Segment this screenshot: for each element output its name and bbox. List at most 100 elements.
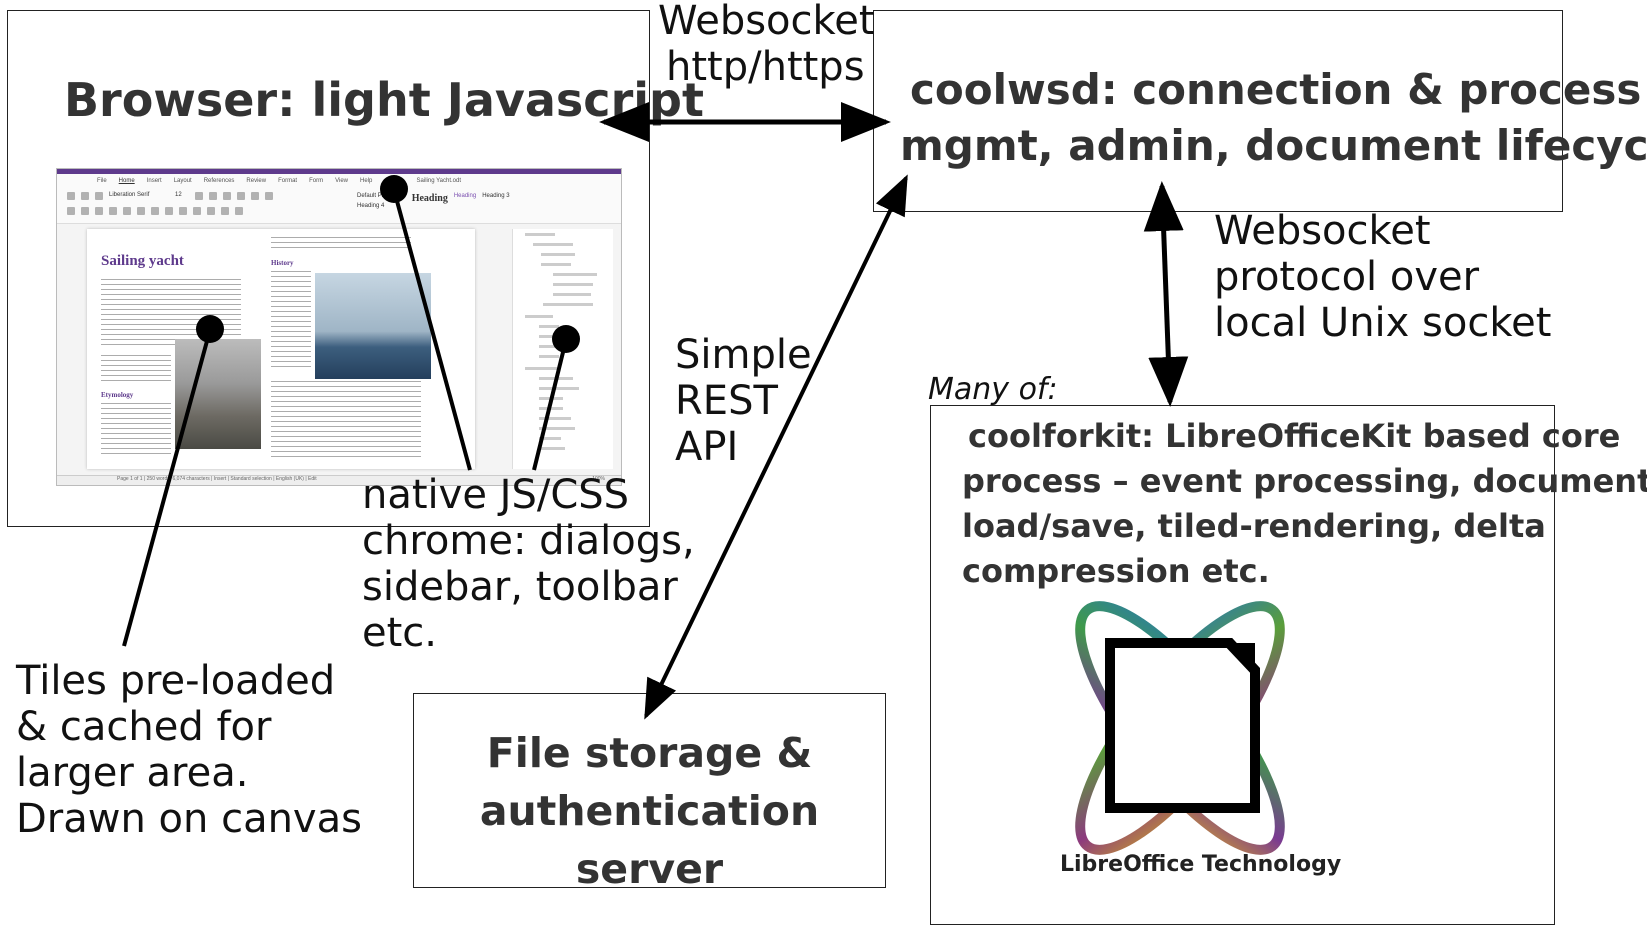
- app-screenshot: File Home Insert Layout References Revie…: [56, 168, 622, 486]
- redo-icon[interactable]: [67, 207, 75, 215]
- strikethrough-icon[interactable]: [137, 207, 145, 215]
- menu-review[interactable]: Review: [246, 177, 267, 184]
- nav-item[interactable]: [539, 335, 559, 338]
- marker-sidebar-dot: [552, 325, 580, 353]
- native-chrome-line-1: native JS/CSS: [362, 472, 630, 518]
- nav-item[interactable]: [539, 427, 575, 430]
- nav-item[interactable]: [539, 417, 571, 420]
- history-paragraph: [271, 269, 311, 369]
- toolbar-row-2: [67, 207, 243, 217]
- nav-item[interactable]: [553, 273, 597, 276]
- italic-icon[interactable]: [109, 207, 117, 215]
- clone-icon[interactable]: [95, 192, 103, 200]
- ship-image: [175, 339, 261, 449]
- nav-item[interactable]: [541, 263, 571, 266]
- bold-icon[interactable]: [95, 207, 103, 215]
- font-name[interactable]: Liberation Serif: [109, 192, 150, 198]
- tiles-line-3: larger area.: [16, 750, 249, 796]
- style-heading3[interactable]: Heading 3: [482, 193, 510, 199]
- doc-title: Sailing yacht: [101, 253, 184, 269]
- native-chrome-line-2: chrome: dialogs,: [362, 518, 695, 564]
- nav-item[interactable]: [543, 303, 593, 306]
- numbering-icon[interactable]: [237, 192, 245, 200]
- etymology-heading: Etymology: [101, 391, 134, 399]
- menu-layout[interactable]: Layout: [173, 177, 192, 184]
- intro-paragraph-2: [101, 353, 171, 383]
- app-top-accent: [57, 169, 621, 174]
- marker-canvas-dot: [196, 315, 224, 343]
- font-color-icon[interactable]: [193, 207, 201, 215]
- align-left-icon[interactable]: [207, 207, 215, 215]
- nav-item[interactable]: [553, 293, 591, 296]
- nav-item[interactable]: [539, 407, 563, 410]
- storage-line-1: File storage &: [486, 729, 813, 777]
- tiles-label: Tiles pre-loaded & cached for larger are…: [16, 658, 362, 842]
- nav-item[interactable]: [539, 387, 579, 390]
- subscript-icon[interactable]: [151, 207, 159, 215]
- right-col-top: [271, 235, 411, 251]
- outdent-icon[interactable]: [265, 192, 273, 200]
- menu-view[interactable]: View: [335, 177, 349, 184]
- paste-icon[interactable]: [81, 192, 89, 200]
- shrink-font-icon[interactable]: [209, 192, 217, 200]
- websocket-http-line-1: Websocket: [658, 0, 875, 44]
- history-heading: History: [271, 259, 294, 267]
- style-heading-purple[interactable]: Heading: [453, 193, 477, 199]
- nav-item[interactable]: [539, 447, 565, 450]
- undo-icon[interactable]: [67, 192, 75, 200]
- coolforkit-line-3: load/save, tiled-rendering, delta: [962, 507, 1546, 545]
- native-chrome-line-4: etc.: [362, 610, 437, 656]
- nav-item[interactable]: [553, 283, 593, 286]
- menu-references[interactable]: References: [203, 177, 235, 184]
- nav-item[interactable]: [525, 367, 557, 370]
- align-right-icon[interactable]: [235, 207, 243, 215]
- rest-api-line-1: Simple: [675, 332, 812, 378]
- copy-icon[interactable]: [81, 207, 89, 215]
- sailboat-image: [315, 273, 431, 379]
- nav-item[interactable]: [539, 397, 563, 400]
- style-heading4[interactable]: Heading 4: [357, 203, 385, 209]
- grow-font-icon[interactable]: [195, 192, 203, 200]
- nav-item[interactable]: [525, 233, 555, 236]
- bullets-icon[interactable]: [223, 192, 231, 200]
- font-size[interactable]: 12: [175, 192, 182, 198]
- app-toolbar: Liberation Serif 12 Defaul: [57, 187, 621, 224]
- menu-home[interactable]: Home: [118, 177, 135, 184]
- menu-form[interactable]: Form: [309, 177, 324, 184]
- menu-format[interactable]: Format: [278, 177, 298, 184]
- doc-name: Sailing Yacht.odt: [416, 177, 461, 184]
- coolwsd-line-2: mgmt, admin, document lifecycle: [900, 121, 1647, 170]
- highlight-icon[interactable]: [179, 207, 187, 215]
- indent-icon[interactable]: [251, 192, 259, 200]
- coolwsd-box: [873, 10, 1563, 212]
- rest-api-label: Simple REST API: [675, 332, 812, 470]
- nav-item[interactable]: [525, 315, 553, 318]
- menu-insert[interactable]: Insert: [146, 177, 162, 184]
- underline-icon[interactable]: [123, 207, 131, 215]
- style-heading-big[interactable]: Heading: [411, 193, 448, 204]
- align-center-icon[interactable]: [221, 207, 229, 215]
- status-text: Page 1 of 1 | 250 words, 6,074 character…: [117, 476, 317, 482]
- storage-line-2: authentication server: [479, 787, 820, 893]
- nav-item[interactable]: [539, 377, 573, 380]
- nav-item[interactable]: [539, 437, 561, 440]
- storage-box: [413, 693, 886, 888]
- many-of-label: Many of:: [928, 372, 1058, 407]
- websocket-unix-line-3: local Unix socket: [1214, 300, 1552, 346]
- storage-text: File storage & authentication server: [413, 724, 886, 898]
- etymology-paragraph: [101, 401, 171, 456]
- document-page[interactable]: Sailing yacht Etymology History: [87, 229, 475, 469]
- coolforkit-line-2: process – event processing, document: [962, 462, 1647, 500]
- coolforkit-line-1: coolforkit: LibreOfficeKit based core: [968, 417, 1621, 455]
- menu-help[interactable]: Help: [360, 177, 373, 184]
- nav-item[interactable]: [541, 253, 575, 256]
- websocket-unix-line-1: Websocket: [1214, 208, 1431, 254]
- app-statusbar: Page 1 of 1 | 250 words, 6,074 character…: [57, 475, 621, 485]
- zoom-level[interactable]: 100%: [592, 476, 605, 482]
- coolwsd-text: coolwsd: connection & process mgmt, admi…: [900, 62, 1647, 174]
- menu-file[interactable]: File: [97, 177, 107, 184]
- nav-item[interactable]: [539, 355, 559, 358]
- superscript-icon[interactable]: [165, 207, 173, 215]
- nav-item[interactable]: [539, 325, 559, 328]
- nav-item[interactable]: [533, 243, 573, 246]
